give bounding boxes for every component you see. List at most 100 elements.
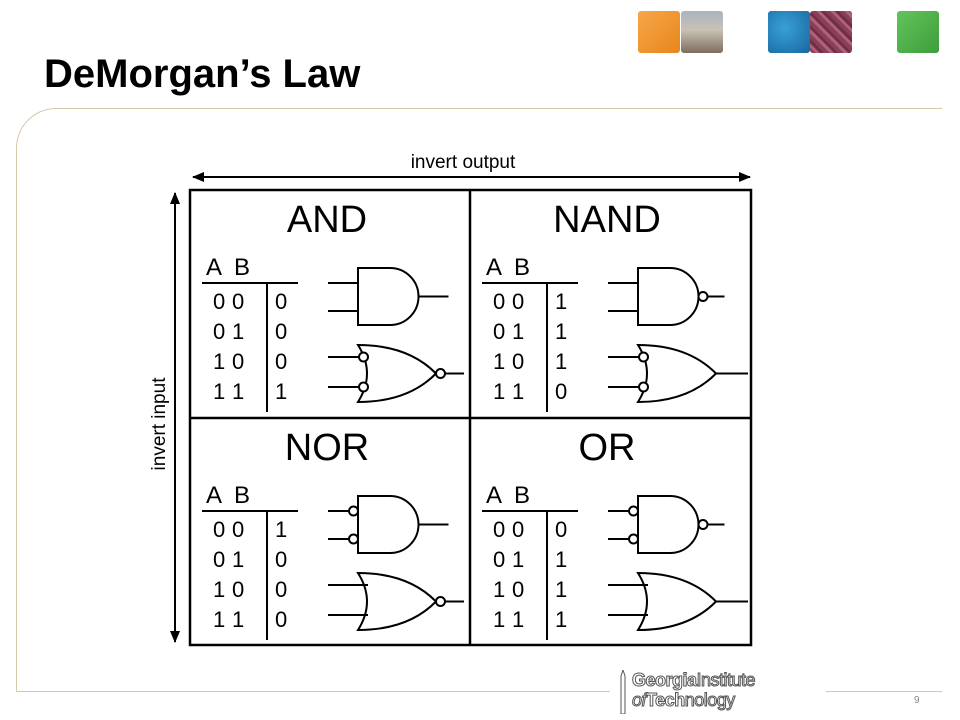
- truth-header-a: A: [206, 254, 222, 281]
- gate-and-3-0: [608, 495, 725, 554]
- slide-title: DeMorgan’s Law: [44, 52, 361, 96]
- truth-input-a: 0: [493, 547, 505, 572]
- truth-input-a: 0: [493, 319, 505, 344]
- truth-input-b: 1: [512, 379, 524, 404]
- truth-output: 0: [275, 607, 287, 632]
- output-inverter-bubble: [435, 596, 446, 607]
- input-inverter-bubble: [628, 505, 639, 517]
- truth-header-b: B: [514, 254, 530, 281]
- truth-input-b: 0: [512, 577, 524, 602]
- truth-input-b: 0: [232, 289, 244, 314]
- truth-output: 1: [275, 517, 287, 542]
- truth-header-b: B: [234, 254, 250, 281]
- input-inverter-bubble: [348, 533, 359, 545]
- logo-line-2: ofTechnology: [631, 690, 736, 711]
- truth-input-a: 1: [493, 379, 505, 404]
- logo-institute: Institute: [696, 670, 756, 691]
- truth-output: 0: [555, 517, 567, 542]
- truth-input-a: 0: [493, 289, 505, 314]
- input-inverter-bubble: [358, 351, 369, 363]
- input-inverter-bubble: [638, 351, 649, 363]
- truth-output: 1: [555, 577, 567, 602]
- invert-output-label: invert output: [411, 152, 516, 173]
- truth-output: 1: [555, 547, 567, 572]
- truth-header-b: B: [514, 482, 530, 509]
- truth-input-a: 0: [213, 547, 225, 572]
- content-frame: [16, 108, 942, 692]
- truth-input-a: 1: [493, 349, 505, 374]
- truth-input-a: 1: [213, 607, 225, 632]
- truth-input-a: 1: [213, 577, 225, 602]
- quadrant-title: AND: [287, 199, 367, 241]
- input-inverter-bubble: [348, 505, 359, 517]
- input-inverter-bubble: [358, 381, 369, 393]
- quadrant-title: NAND: [553, 199, 661, 241]
- gate-and-1-0: [608, 267, 725, 326]
- truth-output: 0: [275, 577, 287, 602]
- truth-output: 0: [275, 289, 287, 314]
- campus-photo-thumbnail: [681, 11, 723, 53]
- or-gate-body: [636, 343, 718, 404]
- invert-input-label: invert input: [149, 377, 170, 471]
- truth-input-a: 0: [213, 319, 225, 344]
- truth-header-a: A: [486, 254, 502, 281]
- gate-or-3-1: [608, 571, 748, 632]
- truth-input-b: 1: [232, 319, 244, 344]
- truth-header-a: A: [206, 482, 222, 509]
- or-gate-body: [356, 571, 438, 632]
- truth-input-b: 0: [232, 517, 244, 542]
- truth-output: 0: [275, 349, 287, 374]
- or-gate-body: [636, 571, 718, 632]
- blue-thumbnail: [768, 11, 810, 53]
- quadrant-title: OR: [579, 427, 636, 469]
- page-number: 9: [914, 695, 920, 706]
- truth-input-b: 0: [512, 517, 524, 542]
- truth-header-a: A: [486, 482, 502, 509]
- truth-input-a: 1: [213, 379, 225, 404]
- truth-output: 1: [555, 607, 567, 632]
- truth-input-a: 0: [213, 289, 225, 314]
- truth-input-a: 1: [493, 607, 505, 632]
- circuit-photo-thumbnail: [810, 11, 852, 53]
- logo-of: of: [631, 690, 647, 711]
- gate-and-0-0: [328, 267, 449, 326]
- and-gate-body: [357, 495, 420, 554]
- or-gate-body: [356, 343, 438, 404]
- green-thumbnail: [897, 11, 939, 53]
- orange-thumbnail: [638, 11, 680, 53]
- truth-input-b: 1: [232, 547, 244, 572]
- truth-output: 0: [275, 547, 287, 572]
- truth-output: 1: [555, 319, 567, 344]
- tower-icon: [620, 670, 626, 714]
- truth-input-b: 1: [232, 379, 244, 404]
- truth-output: 1: [275, 379, 287, 404]
- logo-nology: nology: [684, 690, 736, 711]
- truth-input-a: 1: [493, 577, 505, 602]
- truth-input-b: 1: [232, 607, 244, 632]
- truth-output: 0: [555, 379, 567, 404]
- logo-tech: Tech: [646, 690, 686, 711]
- output-inverter-bubble: [435, 368, 446, 379]
- truth-output: 1: [555, 349, 567, 374]
- quadrant-title: NOR: [285, 427, 369, 469]
- logo-line-1: GeorgiaInstitute: [632, 670, 757, 691]
- truth-input-a: 1: [213, 349, 225, 374]
- input-inverter-bubble: [628, 533, 639, 545]
- truth-output: 0: [275, 319, 287, 344]
- georgia-tech-logo: GeorgiaInstitute ofTechnology: [610, 666, 826, 718]
- truth-input-b: 1: [512, 607, 524, 632]
- gate-or-1-1: [608, 343, 748, 404]
- and-gate-body: [637, 267, 700, 326]
- and-gate-body: [357, 267, 420, 326]
- truth-input-b: 0: [232, 577, 244, 602]
- logo-georgia: Georgia: [632, 670, 698, 691]
- output-inverter-bubble: [697, 519, 709, 530]
- gate-and-2-0: [328, 495, 449, 554]
- truth-input-a: 0: [493, 517, 505, 542]
- input-inverter-bubble: [638, 381, 649, 393]
